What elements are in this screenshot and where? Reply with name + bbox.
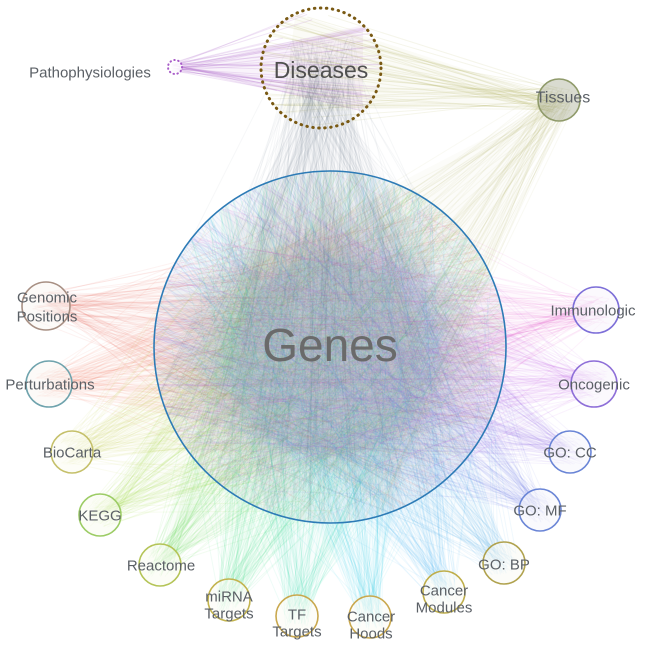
diseases-label: Diseases xyxy=(274,57,369,83)
edge-fan-genomic-positions xyxy=(32,196,507,520)
edge-bundles xyxy=(32,12,610,630)
edge-fan-pathophysiologies xyxy=(170,12,382,112)
kegg-node[interactable] xyxy=(78,493,122,537)
edge-fan-biocarta xyxy=(59,174,507,511)
diseases-node[interactable] xyxy=(259,6,383,130)
mirna-targets-label: miRNA xyxy=(205,588,253,605)
tf-targets-label: TF xyxy=(288,606,306,623)
perturbations-node[interactable] xyxy=(25,360,73,408)
go-bp-label: GO: BP xyxy=(478,556,530,573)
cancer-hoods-label: Hoods xyxy=(349,625,392,642)
edge-fan-tissues xyxy=(153,13,572,524)
edge-fan-go-cc xyxy=(153,171,583,478)
immunologic-node[interactable] xyxy=(572,286,620,334)
pathophysiologies-label: Pathophysiologies xyxy=(29,64,151,81)
go-bp-node[interactable] xyxy=(482,541,526,585)
cancer-modules-label: Cancer xyxy=(420,582,468,599)
go-mf-label: GO: MF xyxy=(513,502,566,519)
cancer-hoods-label: Cancer xyxy=(347,608,395,625)
edge-fan-immunologic xyxy=(153,171,610,511)
genomic-positions-label: Positions xyxy=(17,308,78,325)
edge-fan-perturbations xyxy=(35,185,507,516)
reactome-label: Reactome xyxy=(127,557,195,574)
tf-targets-node[interactable] xyxy=(275,594,319,638)
genes-node[interactable] xyxy=(153,170,507,524)
edge-fan-cancer-hoods xyxy=(168,170,505,630)
cancer-modules-node[interactable] xyxy=(422,570,466,614)
genes-label: Genes xyxy=(262,319,398,371)
genomic-positions-label: Genomic xyxy=(17,289,78,306)
pathophysiologies-node[interactable] xyxy=(167,59,183,75)
edge-fan-mirna-targets xyxy=(170,170,502,613)
genomic-positions-node[interactable] xyxy=(21,281,71,331)
edge-fan-kegg xyxy=(87,170,507,528)
go-cc-label: GO: CC xyxy=(543,444,597,461)
edge-fan-cancer-modules xyxy=(154,170,493,605)
oncogenic-node[interactable] xyxy=(570,360,618,408)
cancer-modules-label: Modules xyxy=(416,599,473,616)
kegg-label: KEGG xyxy=(78,507,121,524)
immunologic-label: Immunologic xyxy=(550,302,636,319)
perturbations-label: Perturbations xyxy=(5,376,94,393)
mirna-targets-label: Targets xyxy=(204,605,253,622)
oncogenic-label: Oncogenic xyxy=(558,376,630,393)
edge-fan-reactome xyxy=(147,170,507,578)
edge-fan-diseases xyxy=(159,35,503,524)
biocarta-label: BioCarta xyxy=(43,444,102,461)
reactome-node[interactable] xyxy=(138,543,182,587)
tf-targets-label: Targets xyxy=(272,623,321,640)
tissues-label: Tissues xyxy=(536,90,591,107)
tissues-node[interactable] xyxy=(537,78,581,122)
edge-fan-go-mf xyxy=(153,170,553,523)
edge-fan-oncogenic xyxy=(154,178,608,514)
mirna-targets-node[interactable] xyxy=(207,578,251,622)
go-cc-node[interactable] xyxy=(548,430,592,474)
biocarta-node[interactable] xyxy=(50,430,94,474)
edge-fan-tf-targets xyxy=(181,170,491,629)
cancer-hoods-node[interactable] xyxy=(348,595,392,639)
go-mf-node[interactable] xyxy=(518,488,562,532)
